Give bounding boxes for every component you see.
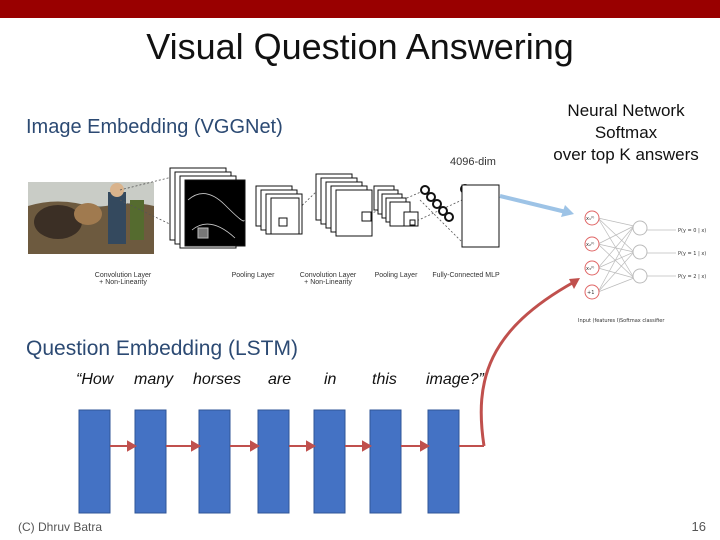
conv-layer-label-2: Convolution Layer + Non-Linearity: [299, 272, 357, 286]
input-neuron: [584, 260, 600, 276]
question-word: “How: [76, 371, 114, 388]
softmax-caption: Softmax classifier: [620, 318, 665, 324]
lstm-cell: [78, 409, 111, 514]
bias-neuron: [584, 284, 600, 300]
question-word: image?”: [426, 371, 484, 388]
input-label: x₃⁽ᴵ⁾: [586, 266, 594, 272]
fc-layer-label: Fully-Connected MLP: [432, 272, 500, 279]
pooling-layer-label: Pooling Layer: [231, 272, 275, 279]
output-neuron: [632, 244, 648, 260]
output-label: P(y = 0 | x): [678, 228, 706, 234]
classifier-heading-line: over top K answers: [553, 145, 699, 164]
output-neuron: [632, 268, 648, 284]
question-word: in: [324, 371, 337, 388]
feature-vector-box: [461, 184, 500, 248]
conv-block-2: [315, 173, 373, 237]
question-word: are: [268, 371, 292, 388]
input-neuron: [584, 236, 600, 252]
lstm-chain: [78, 409, 484, 514]
output-label: P(y = 2 | x): [678, 274, 706, 280]
slide-title: Visual Question Answering: [146, 26, 574, 67]
output-label: P(y = 1 | x): [678, 251, 706, 257]
input-label: x₁⁽ᴵ⁾: [586, 216, 594, 222]
lstm-cell: [134, 409, 167, 514]
lstm-cell: [313, 409, 346, 514]
dim-label: 4096-dim: [450, 156, 496, 168]
softmax-network: x₁⁽ᴵ⁾ x₂⁽ᴵ⁾ x₃⁽ᴵ⁾ +1 P(y = 0 | x) P(y = …: [578, 210, 706, 324]
lstm-cell: [369, 409, 402, 514]
input-neuron: [584, 210, 600, 226]
input-photo: [28, 182, 154, 254]
image-embedding-heading: Image Embedding (VGGNet): [26, 116, 283, 138]
conv-layer-label: Convolution Layer + Non-Linearity: [94, 272, 152, 286]
pooling-layer-label-2: Pooling Layer: [374, 272, 418, 279]
question-word: this: [372, 371, 397, 388]
image-to-classifier-arrow: [499, 194, 574, 217]
pool-block-2: [373, 185, 419, 227]
classifier-heading: Neural Network Softmax over top K answer…: [536, 100, 716, 166]
question-embedding-heading: Question Embedding (LSTM): [26, 337, 298, 360]
lstm-cell: [427, 409, 460, 514]
lstm-cell: [198, 409, 231, 514]
footer-credit: (C) Dhruv Batra: [18, 520, 103, 534]
question-word: many: [134, 371, 174, 388]
input-label: x₂⁽ᴵ⁾: [586, 242, 594, 248]
lstm-cell: [257, 409, 290, 514]
input-caption: Input (features I): [578, 318, 620, 324]
conv-block-1: [169, 167, 246, 249]
question-to-classifier-arrow: [479, 278, 580, 447]
classifier-heading-line: Softmax: [594, 123, 658, 142]
output-neuron: [632, 220, 648, 236]
page-number: 16: [691, 519, 706, 534]
classifier-heading-line: Neural Network: [567, 101, 685, 120]
pool-block-1: [255, 185, 303, 235]
input-label: +1: [587, 290, 594, 296]
top-accent-bar: [0, 0, 720, 18]
question-word: horses: [193, 371, 242, 388]
